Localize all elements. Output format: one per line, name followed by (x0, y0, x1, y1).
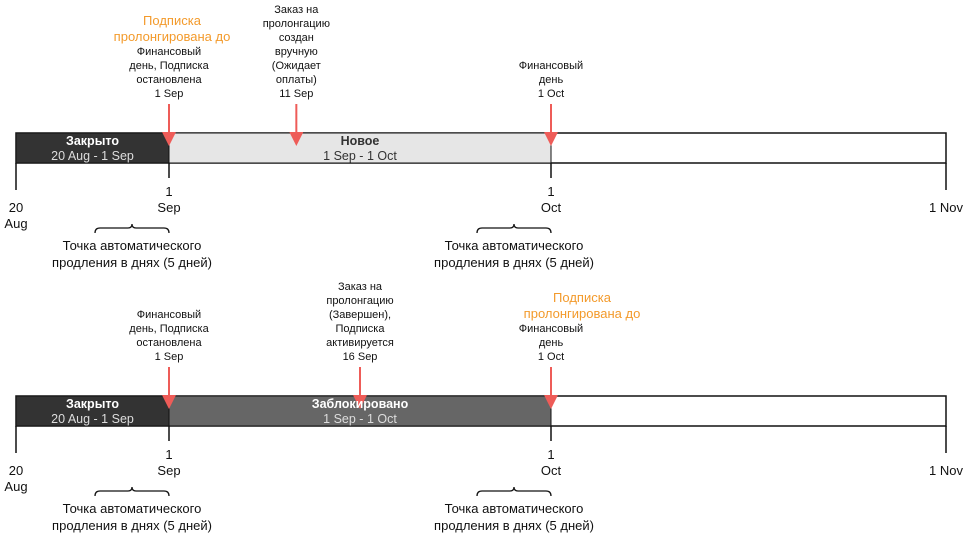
brace-icon (94, 223, 170, 234)
tick-label: 1 Nov (929, 200, 963, 215)
tick-label: 1 (547, 447, 554, 462)
marker-label: 1 Oct (538, 351, 564, 363)
marker-label: Финансовый (519, 323, 583, 335)
marker-label: день, Подписка (129, 323, 209, 335)
auto-renew-note: Точка автоматического (445, 501, 584, 516)
auto-renew-note: продления в днях (5 дней) (52, 518, 212, 533)
tick-label: Aug (4, 216, 27, 231)
brace-icon (94, 486, 170, 497)
marker-label: (Завершен), (329, 309, 391, 321)
marker-label: 1 Oct (538, 88, 564, 100)
marker-1-sep: Финансовый день, Подписка остановлена 1 Sep (129, 309, 210, 409)
marker-label: день (539, 74, 564, 86)
tick-label: 20 (9, 200, 23, 215)
marker-label: оплаты) (276, 74, 317, 86)
marker-label: день, Подписка (129, 60, 209, 72)
arrow-down-icon (353, 395, 367, 409)
marker-label: 11 Sep (279, 88, 313, 100)
segment-title: Новое (341, 134, 380, 148)
tick-1-nov: 1 Nov (929, 426, 963, 478)
segment-range: 20 Aug - 1 Sep (51, 412, 134, 426)
tick-label: Sep (157, 200, 180, 215)
tick-label: 1 (547, 184, 554, 199)
renewed-until-label: пролонгирована до (524, 306, 641, 321)
marker-label: Финансовый (137, 46, 201, 58)
segment-bar-closed (15, 132, 170, 164)
marker-1-sep: Финансовый день, Подписка остановлена 1 Sep… (114, 13, 231, 146)
arrow-down-icon (289, 132, 304, 146)
segment-range: 1 Sep - 1 Oct (323, 412, 397, 426)
arrow-down-icon (544, 395, 558, 409)
marker-1-oct: Финансовый день 1 Oct (519, 60, 583, 146)
tick-label: 1 Nov (929, 463, 963, 478)
arrow-down-icon (544, 132, 558, 146)
auto-renew-note: продления в днях (5 дней) (434, 255, 594, 270)
auto-renew-brace: Точка автоматического продления в днях (5… (52, 486, 212, 533)
marker-label: активируется (326, 337, 394, 349)
marker-label: Заказ на (338, 281, 383, 293)
tick-label: Sep (157, 463, 180, 478)
renewed-until-label: Подписка (553, 290, 612, 305)
auto-renew-brace: Точка автоматического продления в днях (5… (434, 223, 594, 270)
marker-label: 1 Sep (155, 351, 184, 363)
marker-label: остановлена (136, 337, 202, 349)
tick-label: 20 (9, 463, 23, 478)
segment-title: Закрыто (66, 134, 119, 148)
marker-label: Заказ на (274, 4, 319, 16)
arrow-down-icon (162, 132, 176, 146)
auto-renew-brace: Точка автоматического продления в днях (5… (434, 486, 594, 533)
segment-title: Заблокировано (312, 397, 409, 411)
marker-label: 16 Sep (343, 351, 378, 363)
auto-renew-note: продления в днях (5 дней) (434, 518, 594, 533)
marker-label: Финансовый (519, 60, 583, 72)
arrow-down-icon (162, 395, 176, 409)
marker-label: вручную (275, 46, 318, 58)
auto-renew-note: Точка автоматического (63, 238, 202, 253)
auto-renew-note: Точка автоматического (445, 238, 584, 253)
segment-bar-new (168, 132, 552, 164)
marker-16-sep: Заказ на пролонгацию (Завершен), Подписка ак… (326, 281, 394, 409)
tick-label: 1 (165, 184, 172, 199)
auto-renew-note: Точка автоматического (63, 501, 202, 516)
segment-range: 20 Aug - 1 Sep (51, 149, 134, 163)
marker-11-sep: Заказ на пролонгацию создан вручную (Ожидает… (263, 4, 330, 146)
segment-title: Закрыто (66, 397, 119, 411)
marker-label: Финансовый (137, 309, 201, 321)
tick-label: Oct (541, 463, 562, 478)
marker-label: пролонгацию (326, 295, 393, 307)
marker-label: остановлена (136, 74, 202, 86)
marker-1-oct: Финансовый день 1 Oct Подпискапролонгирован… (519, 290, 641, 409)
renewed-until-label: пролонгирована до (114, 29, 231, 44)
marker-label: 1 Sep (155, 88, 184, 100)
marker-label: (Ожидает (272, 60, 321, 72)
tick-label: Oct (541, 200, 562, 215)
auto-renew-brace: Точка автоматического продления в днях (5… (52, 223, 212, 270)
auto-renew-note: продления в днях (5 дней) (52, 255, 212, 270)
tick-label: 1 (165, 447, 172, 462)
brace-icon (476, 486, 552, 497)
tick-1-nov: 1 Nov (929, 163, 963, 215)
segment-range: 1 Sep - 1 Oct (323, 149, 397, 163)
segment-bar-closed (15, 395, 170, 427)
brace-icon (476, 223, 552, 234)
marker-label: пролонгацию (263, 18, 330, 30)
renewed-until-label: Подписка (143, 13, 202, 28)
marker-label: день (539, 337, 564, 349)
tick-label: Aug (4, 479, 27, 494)
marker-label: Подписка (336, 323, 386, 335)
marker-label: создан (279, 32, 314, 44)
